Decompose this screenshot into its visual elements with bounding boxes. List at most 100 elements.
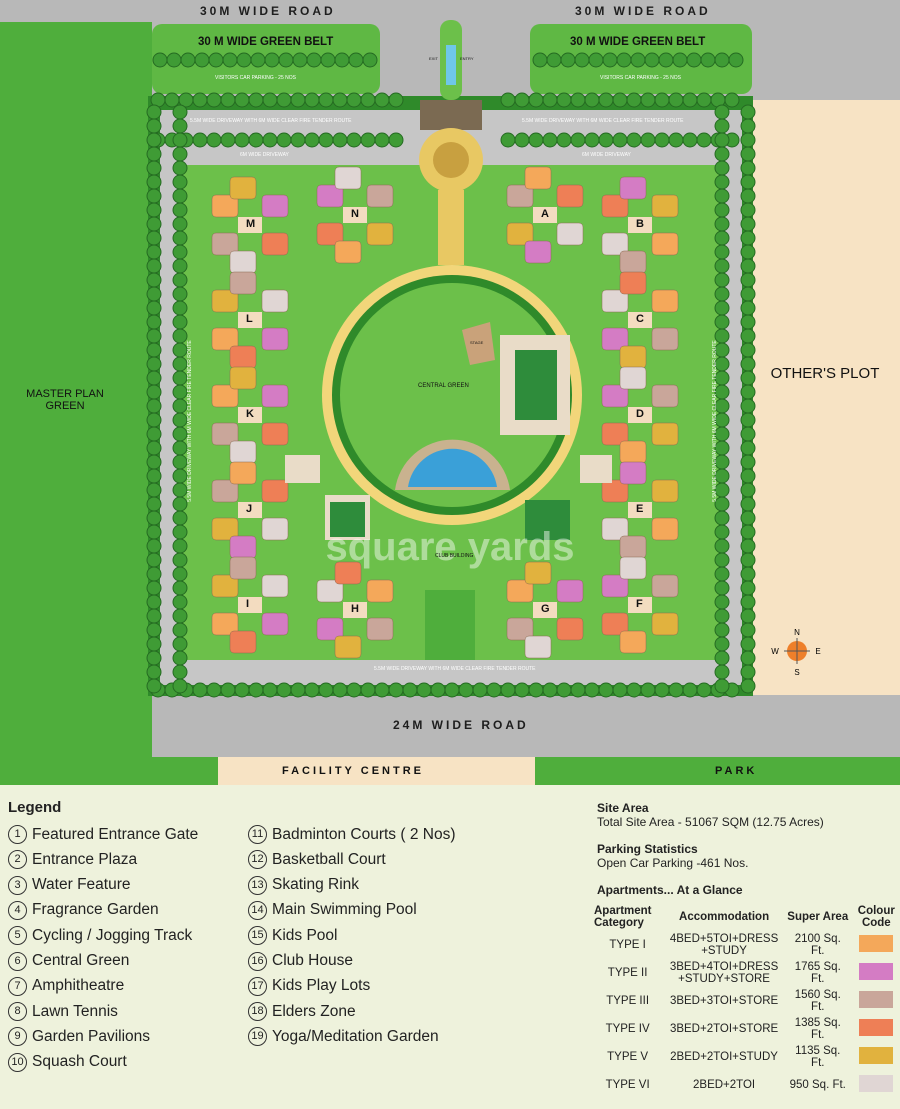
tree — [740, 510, 756, 526]
tree — [172, 216, 188, 232]
tree — [740, 552, 756, 568]
tree — [172, 384, 188, 400]
tree — [740, 230, 756, 246]
apartment-unit — [229, 366, 257, 390]
driveway-bottom: 5.5M WIDE DRIVEWAY WITH 6M WIDE CLEAR FI… — [374, 666, 536, 672]
tree — [740, 664, 756, 680]
tree — [682, 132, 698, 148]
tree — [146, 566, 162, 582]
tree-rows — [146, 52, 756, 698]
tree — [740, 468, 756, 484]
tree — [374, 132, 390, 148]
legend-label: Badminton Courts ( 2 Nos) — [272, 825, 456, 843]
tree — [740, 370, 756, 386]
block-core — [238, 407, 262, 423]
plaza-center — [433, 142, 469, 178]
apartment-unit — [619, 461, 647, 485]
water-feature — [446, 45, 456, 85]
apartment-unit — [506, 222, 534, 246]
tree — [654, 682, 670, 698]
tree — [402, 682, 418, 698]
tree — [236, 52, 252, 68]
tree — [146, 104, 162, 120]
tree — [264, 52, 280, 68]
legend-label: Featured Entrance Gate — [32, 825, 199, 843]
tree — [146, 118, 162, 134]
apartment-unit — [334, 240, 362, 264]
tree — [714, 188, 730, 204]
tree — [556, 682, 572, 698]
tree — [172, 342, 188, 358]
tree — [740, 314, 756, 330]
legend-number: 4 — [8, 900, 27, 920]
colour-swatch — [859, 1047, 894, 1064]
tree — [172, 426, 188, 442]
stage-label: STAGE — [470, 340, 484, 345]
tree — [740, 580, 756, 596]
tree — [172, 678, 188, 694]
legend-label: Central Green — [32, 952, 130, 969]
compass-n: N — [794, 628, 800, 637]
tree — [206, 132, 222, 148]
tree — [714, 132, 730, 148]
apartment-unit — [261, 612, 289, 636]
tree — [146, 622, 162, 638]
others-plot-area — [752, 100, 900, 695]
facility-centre-label: FACILITY CENTRE — [282, 765, 424, 777]
tree — [740, 454, 756, 470]
tree — [290, 92, 306, 108]
facility-centre-area — [218, 757, 535, 785]
header-category: Apartment Category — [594, 905, 652, 929]
tree — [146, 454, 162, 470]
apartment-block — [211, 461, 289, 559]
tree — [640, 682, 656, 698]
apt-accommodation: 3BED+4TOI+DRESS +STUDY+STORE — [669, 961, 779, 985]
apartment-unit — [211, 384, 239, 408]
block-label: I — [246, 598, 250, 610]
tree — [172, 370, 188, 386]
tree — [220, 132, 236, 148]
apartment-unit — [211, 422, 239, 446]
tree — [304, 132, 320, 148]
tree — [584, 132, 600, 148]
tree — [740, 272, 756, 288]
tree — [152, 52, 168, 68]
tree — [542, 92, 558, 108]
legend-number: 18 — [248, 1002, 267, 1022]
park-area — [535, 757, 900, 785]
tree — [714, 146, 730, 162]
tree — [332, 682, 348, 698]
tree — [172, 230, 188, 246]
block-label: H — [351, 603, 359, 615]
apartment-unit — [651, 479, 679, 503]
tree — [332, 132, 348, 148]
others-plot-label: OTHER'S PLOT — [770, 365, 880, 382]
tree — [146, 356, 162, 372]
tree — [146, 412, 162, 428]
tree — [560, 52, 576, 68]
apartment-unit — [261, 384, 289, 408]
tree — [532, 52, 548, 68]
compass: N S E W — [771, 628, 820, 677]
legend-label: Squash Court — [32, 1053, 127, 1071]
tree — [146, 146, 162, 162]
tree — [430, 682, 446, 698]
tree — [616, 52, 632, 68]
tree — [164, 92, 180, 108]
legend-label: Fragrance Garden — [32, 901, 159, 919]
tree — [444, 682, 460, 698]
club-house — [580, 455, 612, 483]
tree — [334, 52, 350, 68]
tree — [172, 524, 188, 540]
apartment-unit — [316, 579, 344, 603]
driveway-top-left: 5.5M WIDE DRIVEWAY WITH 6M WIDE CLEAR FI… — [190, 118, 352, 124]
apartment-unit — [229, 535, 257, 559]
tree — [500, 132, 516, 148]
apartment-unit — [619, 271, 647, 295]
